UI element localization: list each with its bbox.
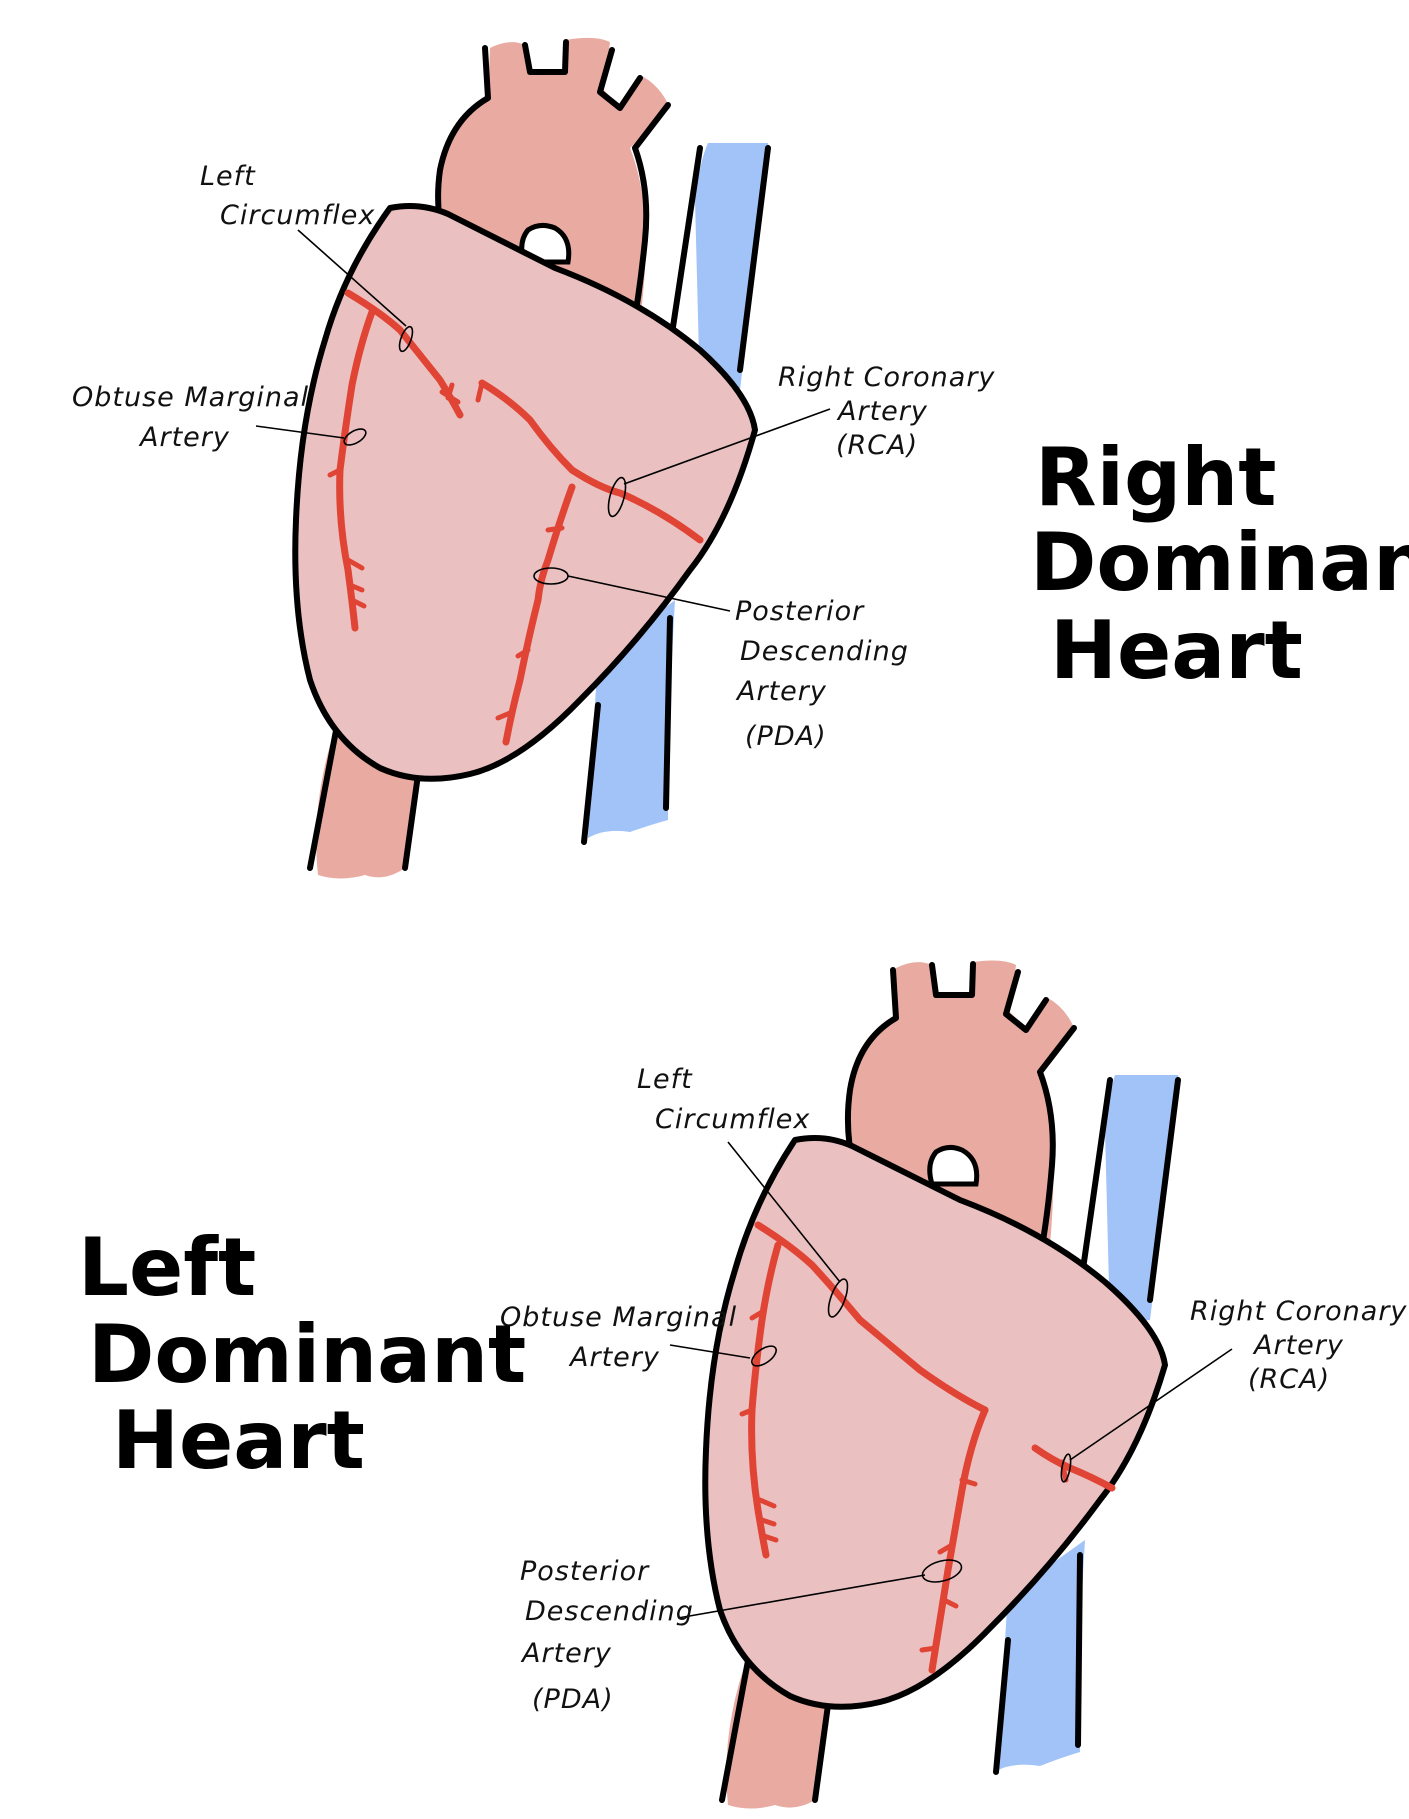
left-circumflex-leader (297, 229, 407, 327)
obtuse-marginal-label: Obtuse Marginal Artery (500, 1302, 747, 1373)
rca-origin-branch (475, 380, 485, 403)
rca-marker (607, 476, 627, 518)
left-circumflex-branch (439, 382, 461, 405)
rca-marker (1060, 1453, 1072, 1483)
aorta-outline (844, 961, 1077, 1261)
obtuse-marginal-branches (739, 1309, 779, 1543)
obtuse-marginal-marker (343, 428, 367, 446)
inferior-vena-cava-outline (993, 1552, 1083, 1775)
pulmonary-arch (519, 222, 572, 265)
obtuse-marginal-marker (751, 1345, 777, 1367)
pda-branches (495, 525, 565, 721)
rca-label: Right Coronary Artery (RCA) (1190, 1296, 1409, 1395)
obtuse-marginal-leader (669, 1344, 751, 1359)
pulmonary-arch (927, 1144, 980, 1187)
left-circumflex-marker (827, 1278, 849, 1318)
posterior-descending-artery (502, 483, 576, 746)
aorta-outline (435, 39, 671, 338)
left-circumflex-label: Left Circumflex (200, 161, 375, 231)
descending-aorta-outline (719, 1647, 831, 1803)
obtuse-marginal-label: Obtuse Marginal Artery (72, 382, 319, 453)
pda-label: Posterior Descending Artery (PDA) (520, 1556, 704, 1715)
left-dominant-title: Left Dominant Heart (78, 1221, 554, 1487)
pda-leader (677, 1574, 926, 1619)
left-circumflex-artery (754, 1221, 989, 1414)
right-dominant-title: Right Dominant Heart (1030, 431, 1409, 697)
descending-aorta-outline (307, 717, 421, 871)
superior-vena-cava (695, 143, 770, 395)
pda-leader (567, 575, 731, 612)
pda-label: Posterior Descending Artery (PDA) (735, 596, 919, 752)
heart-body (702, 1135, 1168, 1710)
posterior-descending-artery (928, 1406, 989, 1674)
rca-label: Right Coronary Artery (RCA) (778, 362, 1005, 461)
right-coronary-artery (478, 379, 704, 544)
superior-vena-cava (1105, 1075, 1180, 1325)
left-circumflex-leader (727, 1141, 841, 1283)
obtuse-marginal-branches (327, 467, 367, 609)
right-dominant-heart-diagram: Left Circumflex Obtuse Marginal Artery R… (72, 37, 1409, 879)
superior-vena-cava-outline (665, 145, 771, 373)
left-dominant-heart-diagram: Left Circumflex Obtuse Marginal Artery R… (78, 960, 1409, 1809)
superior-vena-cava-outline (1077, 1077, 1181, 1303)
rca-leader (623, 408, 831, 485)
left-circumflex-label: Left Circumflex (637, 1064, 810, 1135)
heart-body (292, 203, 758, 782)
left-circumflex-marker (398, 325, 414, 353)
obtuse-marginal-leader (255, 425, 345, 439)
pda-branches (919, 1477, 978, 1653)
inferior-vena-cava-outline (581, 615, 673, 845)
rca-leader (1069, 1348, 1233, 1461)
